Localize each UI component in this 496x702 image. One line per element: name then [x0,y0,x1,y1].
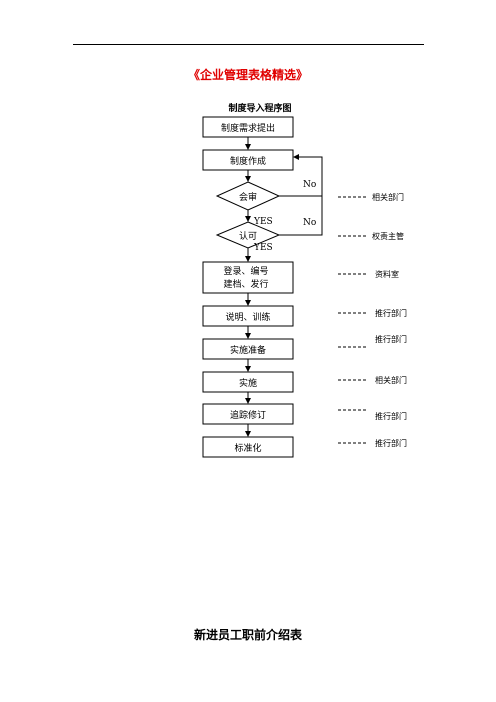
step-implementation-label: 实施 [239,377,257,389]
branch-no-review: No [303,180,316,190]
decision-approval: 认可 [215,221,281,249]
responsible-registration: 资料室 [375,269,399,279]
header-rule [73,44,424,45]
step-requirement-label: 制度需求提出 [221,122,275,134]
step-preparation-label: 实施准备 [230,344,266,356]
responsible-standardization: 推行部门 [375,438,407,448]
branch-no-approval: No [303,218,316,228]
flow-connectors [245,137,323,437]
branch-yes-approval: YES [253,243,273,253]
step-drafting: 制度作成 [202,149,294,171]
loop-review-no [279,154,323,197]
next-section-title: 新进员工职前介绍表 [193,628,302,642]
responsible-implementation: 相关部门 [375,375,407,385]
step-registration-line2: 建档、发行 [223,278,268,290]
responsible-review: 相关部门 [372,192,404,202]
step-registration-line1: 登录、编号 [223,265,268,277]
responsible-training: 推行部门 [375,308,407,318]
decision-review-label: 会审 [239,191,257,203]
decision-approval-label: 认可 [239,230,257,242]
responsibility-leaders [338,196,366,444]
branch-yes-review: YES [253,217,273,227]
document-header-title: 《企业管理表格精选》 [187,68,308,82]
step-training-label: 说明、训练 [225,311,270,323]
diagram-title: 制度导入程序图 [228,104,292,114]
decision-review: 会审 [215,181,281,211]
step-preparation: 实施准备 [202,338,294,360]
step-tracking: 追踪修订 [202,403,294,425]
step-registration: 登录、编号 建档、发行 [202,261,294,294]
step-tracking-label: 追踪修订 [230,409,266,421]
step-requirement: 制度需求提出 [202,116,294,138]
responsible-tracking: 推行部门 [375,411,407,421]
step-implementation: 实施 [202,371,294,393]
loop-approval-no [279,196,323,236]
step-standardization-label: 标准化 [234,442,261,454]
responsible-approval: 权责主管 [372,231,404,241]
step-standardization: 标准化 [202,436,294,458]
responsible-preparation: 推行部门 [375,334,407,344]
step-drafting-label: 制度作成 [230,155,266,167]
step-training: 说明、训练 [202,305,294,327]
